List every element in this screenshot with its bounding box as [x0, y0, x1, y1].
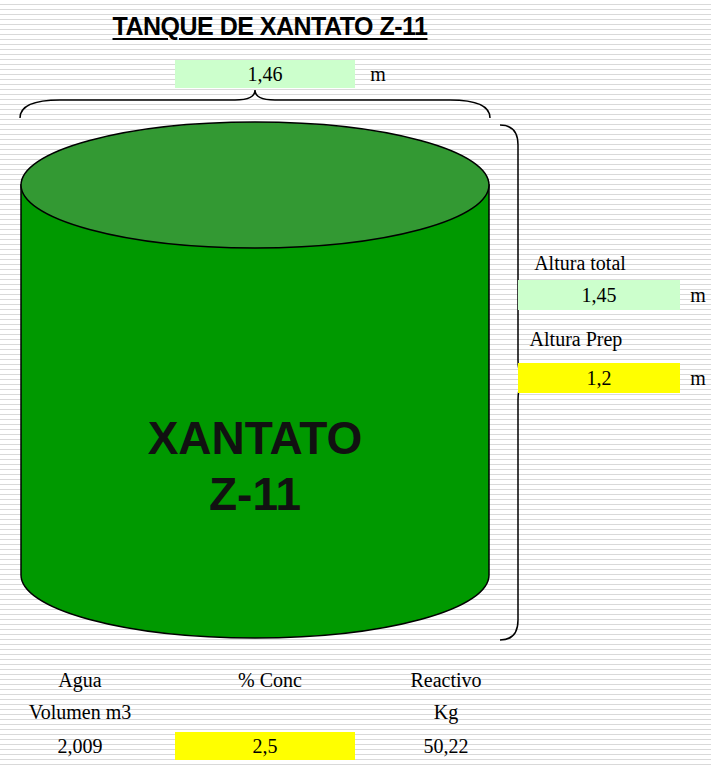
dimension-label-box: Altura total	[505, 249, 655, 277]
dimension-label: Altura total	[534, 252, 626, 275]
unit-label-box: m	[303, 60, 453, 88]
unit-label-box: m	[623, 364, 711, 392]
column-header: % Conc	[238, 669, 302, 692]
cell-value: 1,46	[248, 63, 283, 86]
cell-value: 2,5	[253, 735, 278, 758]
column-header-box: % Conc	[195, 666, 345, 694]
unit-label: m	[690, 367, 706, 390]
cell-value: 1,45	[582, 284, 617, 307]
unit-label-box: m	[623, 281, 711, 309]
column-header: Volumen m3	[29, 701, 131, 724]
column-header: Reactivo	[410, 669, 481, 692]
column-header: Agua	[58, 669, 101, 692]
input-cell: 2,5	[175, 732, 355, 760]
cylinder-outline	[20, 120, 490, 645]
tank-cylinder: XANTATO Z-11	[20, 120, 490, 645]
input-cell: 1,2	[518, 363, 680, 393]
input-cell: 1,46	[175, 60, 355, 88]
width-brace	[20, 90, 490, 118]
column-header-box: Kg	[371, 698, 521, 726]
title-box: TANQUE DE XANTATO Z-11	[0, 8, 540, 44]
column-header: Kg	[434, 701, 458, 724]
column-header-box: Reactivo	[371, 666, 521, 694]
column-header-box: Agua	[5, 666, 155, 694]
input-cell: 1,45	[518, 280, 680, 310]
dimension-label: Altura Prep	[530, 328, 623, 351]
column-header-box: Volumen m3	[5, 698, 155, 726]
unit-label: m	[690, 284, 706, 307]
unit-label: m	[370, 63, 386, 86]
result-value: 2,009	[58, 735, 103, 758]
tank-label: XANTATO Z-11	[125, 410, 385, 522]
result-value: 50,22	[424, 735, 469, 758]
dimension-label-box: Altura Prep	[501, 325, 651, 353]
result-value-box: 50,22	[371, 732, 521, 760]
title: TANQUE DE XANTATO Z-11	[113, 12, 428, 41]
result-value-box: 2,009	[5, 732, 155, 760]
cell-value: 1,2	[587, 367, 612, 390]
